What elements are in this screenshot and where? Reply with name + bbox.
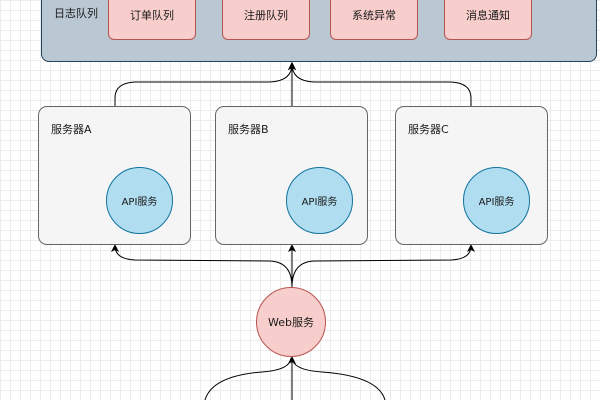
server-b-api-service[interactable]: API服务 [286,167,353,234]
server-c[interactable]: 服务器C API服务 [395,106,548,245]
server-b-label: 服务器B [228,123,269,136]
edge-web-to-server-c [291,244,475,288]
edge-left-to-web [204,357,292,400]
server-a-label: 服务器A [51,123,92,136]
queue-message-notify[interactable]: 消息通知 [444,0,532,40]
log-queue-group-label: 日志队列 [54,7,98,20]
server-c-label: 服务器C [408,123,449,136]
edge-web-to-server-a [111,244,293,288]
edge-right-to-web [291,357,386,400]
queue-system-exception[interactable]: 系统异常 [330,0,418,40]
server-b[interactable]: 服务器B API服务 [215,106,368,245]
queue-register[interactable]: 注册队列 [222,0,310,40]
server-a[interactable]: 服务器A API服务 [38,106,191,245]
server-a-api-service[interactable]: API服务 [106,167,173,234]
edge-server-a-to-log-group [114,62,296,106]
queue-order[interactable]: 订单队列 [108,0,196,40]
web-service[interactable]: Web服务 [256,287,326,357]
server-c-api-service[interactable]: API服务 [463,167,530,234]
edge-server-c-to-log-group [288,62,472,106]
log-queue-group[interactable]: 日志队列 订单队列 注册队列 系统异常 消息通知 [41,0,597,62]
